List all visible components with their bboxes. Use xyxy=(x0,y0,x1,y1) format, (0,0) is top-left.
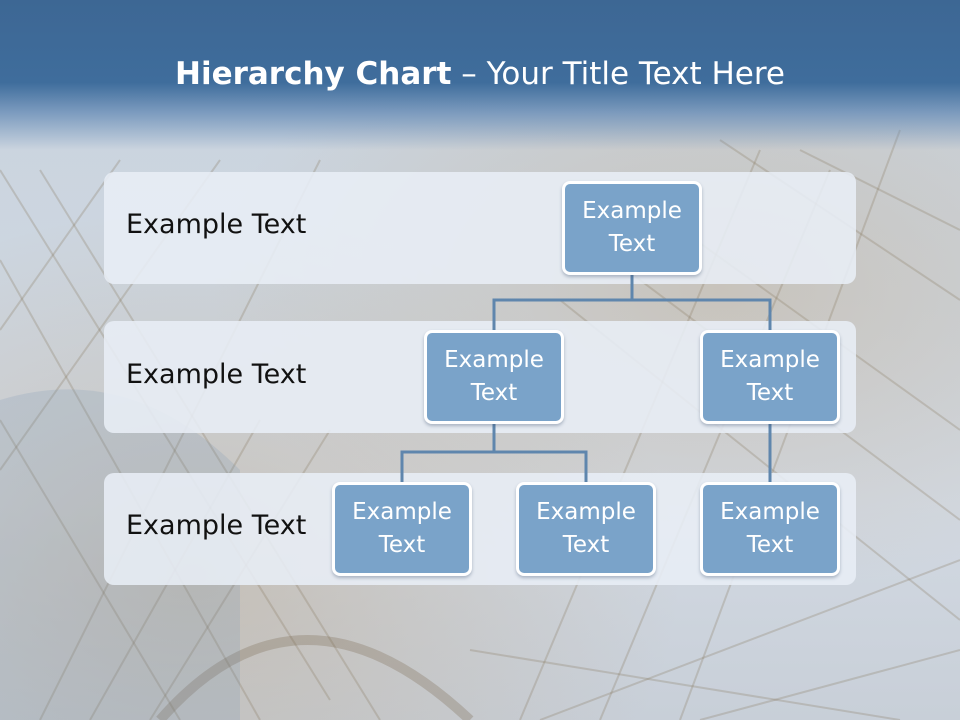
node-root[interactable]: Example Text xyxy=(562,181,702,275)
node-leaf-3[interactable]: Example Text xyxy=(700,482,840,576)
slide-title-bold: Hierarchy Chart xyxy=(175,56,452,92)
connector-root-to-mid-left xyxy=(492,275,634,331)
node-leaf-2[interactable]: Example Text xyxy=(516,482,656,576)
node-leaf-3-line1: Example xyxy=(720,498,820,525)
slide-title: Hierarchy Chart – Your Title Text Here xyxy=(0,56,960,92)
node-mid-right-line2: Text xyxy=(746,380,794,406)
node-leaf-1[interactable]: Example Text xyxy=(332,482,472,576)
node-root-line1: Example xyxy=(582,197,682,224)
level-label-1: Example Text xyxy=(126,209,307,240)
connector-root-to-mid-right xyxy=(632,298,772,331)
node-leaf-1-line1: Example xyxy=(352,498,452,525)
slide-title-rest: – Your Title Text Here xyxy=(451,56,785,92)
level-band-1 xyxy=(104,172,856,284)
connector-mid-left-to-leaf-2 xyxy=(494,450,588,483)
connector-mid-left-to-leaf-1 xyxy=(400,423,496,483)
node-mid-right-line1: Example xyxy=(720,346,820,373)
node-leaf-1-line2: Text xyxy=(378,532,426,558)
node-mid-left-line2: Text xyxy=(470,380,518,406)
node-mid-left-line1: Example xyxy=(444,346,544,373)
title-bar xyxy=(0,0,960,150)
node-leaf-2-line2: Text xyxy=(562,532,610,558)
node-leaf-3-line2: Text xyxy=(746,532,794,558)
level-label-2: Example Text xyxy=(126,359,307,390)
node-root-line2: Text xyxy=(608,231,656,257)
node-mid-left[interactable]: Example Text xyxy=(424,330,564,424)
node-mid-right[interactable]: Example Text xyxy=(700,330,840,424)
node-leaf-2-line1: Example xyxy=(536,498,636,525)
level-label-3: Example Text xyxy=(126,510,307,541)
